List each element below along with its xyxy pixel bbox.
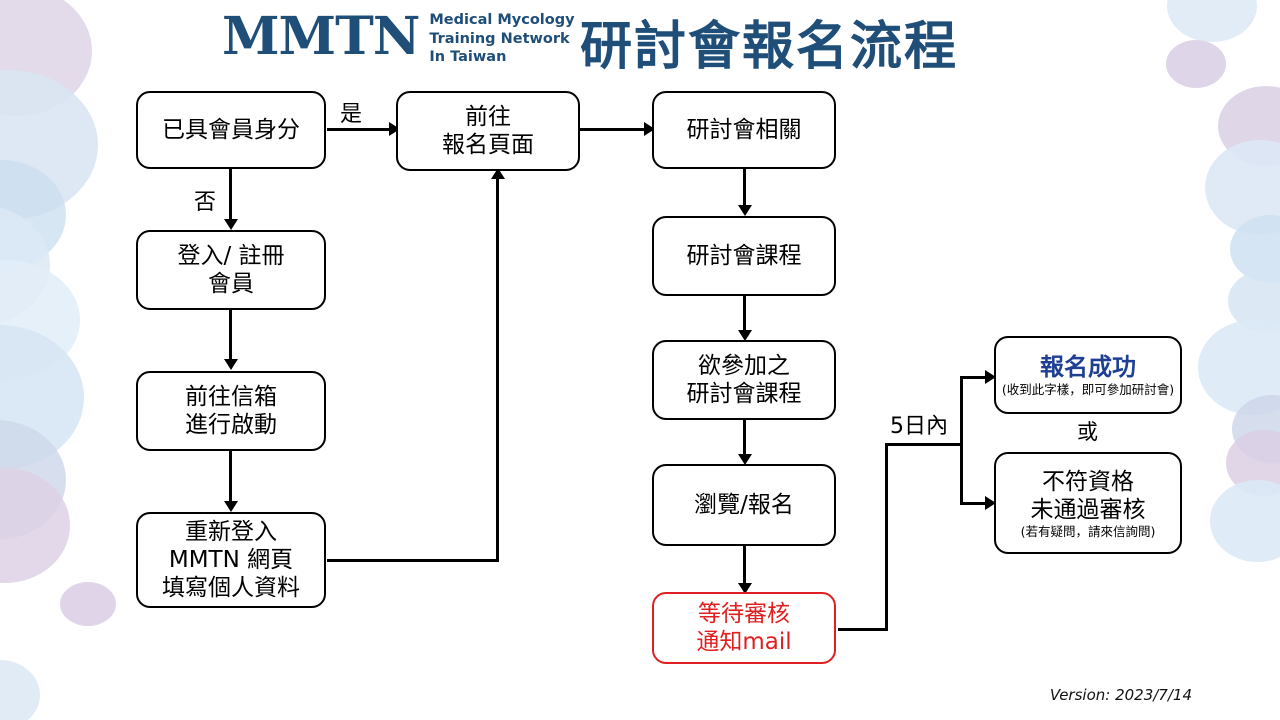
node-line: 登入/ 註冊 bbox=[177, 242, 285, 269]
decor-blob bbox=[0, 325, 84, 470]
page-title: 研討會報名流程 bbox=[580, 17, 959, 77]
node-line: 報名成功 bbox=[1040, 352, 1136, 381]
arrowhead-desired-to-browse bbox=[738, 454, 752, 465]
edge-label-yes: 是 bbox=[340, 102, 363, 127]
connector-course-to-desired bbox=[743, 296, 746, 336]
node-line: 研討會課程 bbox=[686, 242, 802, 269]
edge-label-or: 或 bbox=[1077, 420, 1098, 444]
connector-branch-vertical bbox=[960, 376, 963, 504]
arrowhead-branch-to-rejected bbox=[985, 496, 996, 510]
node-desired-course[interactable]: 欲參加之 研討會課程 bbox=[652, 340, 836, 420]
connector-member-to-login bbox=[229, 168, 232, 224]
node-signup-success[interactable]: 報名成功 (收到此字樣，即可參加研討會) bbox=[994, 336, 1182, 414]
connector-await-right bbox=[838, 628, 888, 631]
decor-blob bbox=[1167, 0, 1257, 42]
logo-subtitle-line-3: In Taiwan bbox=[429, 49, 507, 66]
connector-branch-to-rejected bbox=[960, 502, 990, 505]
arrowhead-branch-to-success bbox=[985, 370, 996, 384]
node-line: 欲參加之 bbox=[698, 352, 790, 379]
decor-blob bbox=[0, 260, 80, 380]
node-line: 等待審核 bbox=[698, 600, 790, 627]
node-relogin-profile[interactable]: 重新登入 MMTN 網頁 填寫個人資料 bbox=[136, 512, 326, 608]
node-line: 會員 bbox=[208, 271, 254, 297]
logo-wordmark: MMTN bbox=[222, 6, 420, 68]
node-line: 未通過審核 bbox=[1030, 496, 1146, 523]
node-line: 填寫個人資料 bbox=[162, 575, 300, 602]
decor-blob bbox=[0, 420, 66, 540]
decor-blob bbox=[1226, 430, 1280, 496]
node-seminar-course[interactable]: 研討會課程 bbox=[652, 216, 836, 296]
decor-blob bbox=[0, 660, 40, 720]
decor-blob bbox=[1210, 480, 1280, 562]
connector-mailbox-to-relogin bbox=[229, 450, 232, 506]
node-line: 瀏覽/報名 bbox=[694, 491, 794, 518]
decor-blob bbox=[1228, 270, 1280, 332]
arrowhead-course-to-desired bbox=[738, 330, 752, 341]
decor-blob bbox=[1205, 140, 1280, 235]
decor-blob bbox=[0, 160, 66, 270]
node-member-status[interactable]: 已具會員身分 bbox=[136, 91, 326, 169]
node-browse-signup[interactable]: 瀏覽/報名 bbox=[652, 464, 836, 546]
arrowhead-signup-to-seminar bbox=[644, 122, 655, 136]
logo-subtitle-line-2: Training Network bbox=[429, 30, 570, 47]
arrowhead-seminar-to-course bbox=[738, 205, 752, 216]
decor-blob bbox=[1232, 395, 1280, 463]
node-seminar-info[interactable]: 研討會相關 bbox=[652, 91, 836, 169]
connector-seminar-to-course bbox=[743, 168, 746, 210]
connector-await-up bbox=[885, 443, 888, 631]
node-note: (收到此字樣，即可參加研討會) bbox=[1001, 382, 1175, 398]
mmtn-logo: MMTN Medical Mycology Training Network I… bbox=[222, 8, 575, 67]
node-login-register[interactable]: 登入/ 註冊 會員 bbox=[136, 230, 326, 310]
arrowhead-browse-to-await bbox=[738, 583, 752, 594]
connector-relogin-right bbox=[327, 559, 499, 562]
arrowhead-login-to-mailbox bbox=[224, 359, 238, 370]
decor-blob bbox=[1218, 86, 1280, 166]
node-note: (若有疑問，請來信詢問) bbox=[1020, 523, 1156, 539]
connector-await-to-branch bbox=[885, 443, 963, 446]
node-line: 研討會課程 bbox=[686, 381, 802, 407]
arrowhead-member-to-signup bbox=[389, 122, 400, 136]
decor-blob bbox=[1230, 215, 1280, 283]
arrowhead-relogin-to-signup bbox=[491, 168, 505, 179]
version-label: Version: 2023/7/14 bbox=[1049, 686, 1192, 704]
connector-login-to-mailbox bbox=[229, 308, 232, 364]
decor-blob bbox=[0, 205, 50, 325]
node-line: 前往信箱 bbox=[185, 383, 277, 410]
decor-blob bbox=[0, 0, 92, 116]
node-await-review[interactable]: 等待審核 通知mail bbox=[652, 592, 836, 664]
decor-blob bbox=[1166, 40, 1226, 88]
node-line: 已具會員身分 bbox=[162, 116, 300, 143]
node-line: MMTN 網頁 bbox=[168, 546, 294, 573]
edge-label-within-five-days: 5日內 bbox=[890, 414, 948, 439]
node-goto-mailbox[interactable]: 前往信箱 進行啟動 bbox=[136, 371, 326, 451]
node-line: 前往 bbox=[465, 103, 511, 130]
node-line: 報名頁面 bbox=[442, 132, 534, 158]
edge-label-no: 否 bbox=[194, 190, 217, 215]
connector-branch-to-success bbox=[960, 376, 990, 379]
connector-signup-to-seminar bbox=[580, 128, 646, 131]
node-line: 不符資格 bbox=[1042, 468, 1134, 495]
node-line: 重新登入 bbox=[185, 518, 277, 545]
decor-blob bbox=[0, 468, 70, 583]
node-goto-signup[interactable]: 前往 報名頁面 bbox=[396, 91, 580, 171]
node-line: 通知mail bbox=[696, 629, 792, 655]
logo-subtitle: Medical Mycology Training Network In Tai… bbox=[429, 8, 574, 67]
connector-member-to-signup bbox=[327, 128, 391, 131]
node-line: 進行啟動 bbox=[185, 412, 277, 438]
decor-blob bbox=[1198, 320, 1280, 415]
logo-subtitle-line-1: Medical Mycology bbox=[429, 12, 575, 28]
node-not-qualified[interactable]: 不符資格 未通過審核 (若有疑問，請來信詢問) bbox=[994, 452, 1182, 554]
decor-blob bbox=[60, 582, 116, 626]
node-line: 研討會相關 bbox=[686, 116, 802, 143]
connector-relogin-up bbox=[496, 178, 499, 561]
arrowhead-mailbox-to-relogin bbox=[224, 501, 238, 512]
connector-desired-to-browse bbox=[743, 420, 746, 460]
connector-browse-to-await bbox=[743, 546, 746, 588]
decor-blob bbox=[0, 70, 98, 220]
arrowhead-member-to-login bbox=[224, 219, 238, 230]
